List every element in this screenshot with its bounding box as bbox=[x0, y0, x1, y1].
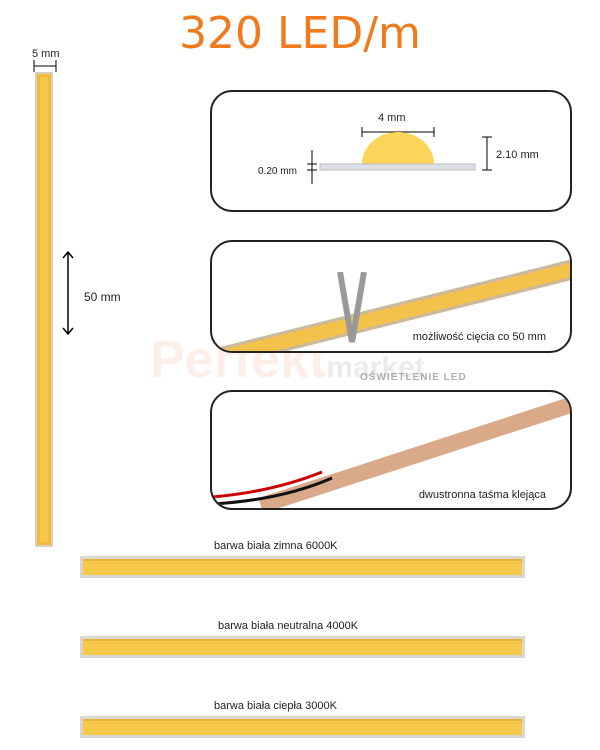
segment-label: 50 mm bbox=[84, 290, 121, 304]
width-label: 5 mm bbox=[32, 48, 60, 60]
cross-section-panel: 4 mm 2.10 mm 0.20 mm bbox=[210, 90, 572, 212]
led-strip-cold bbox=[80, 556, 525, 578]
pcb-thickness-label: 0.20 mm bbox=[258, 166, 297, 177]
wire-image bbox=[212, 470, 333, 506]
scissors-icon bbox=[337, 272, 367, 343]
adhesive-tape-panel: dwustronna taśma klejąca bbox=[210, 390, 572, 510]
watermark-sub: OŚWIETLENIE LED bbox=[360, 372, 467, 383]
width-arrow-icon bbox=[33, 60, 57, 72]
variant-label-neutral: barwa biała neutralna 4000K bbox=[218, 620, 359, 632]
dome-width-label: 4 mm bbox=[378, 112, 406, 124]
led-strip-neutral bbox=[80, 636, 525, 658]
vertical-led-strip bbox=[35, 72, 53, 547]
cross-section-diagram bbox=[307, 127, 492, 184]
variant-label-warm: barwa biała ciepła 3000K bbox=[214, 700, 337, 712]
segment-arrow-icon bbox=[62, 250, 74, 336]
led-strip-warm bbox=[80, 716, 525, 738]
height-label: 2.10 mm bbox=[496, 149, 539, 161]
tape-label: dwustronna taśma klejąca bbox=[418, 489, 546, 501]
variant-label-cold: barwa biała zimna 6000K bbox=[214, 540, 338, 552]
cutting-panel: możliwość cięcia co 50 mm bbox=[210, 240, 572, 353]
cut-label: możliwość cięcia co 50 mm bbox=[412, 331, 546, 343]
page-title: 320 LED/m bbox=[179, 8, 421, 59]
